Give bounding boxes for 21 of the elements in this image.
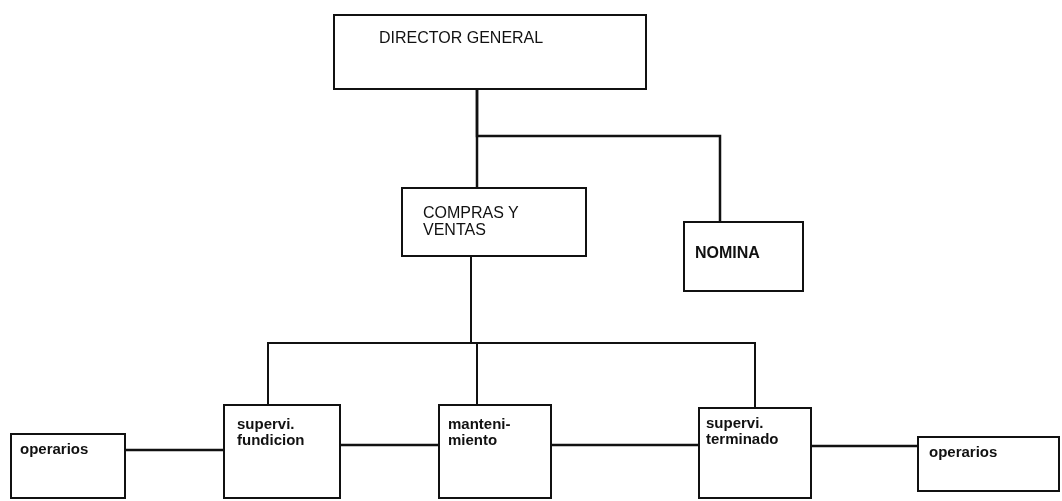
connector-line xyxy=(812,444,917,448)
connector-line xyxy=(341,443,438,447)
box-label: manteni- miento xyxy=(448,416,512,448)
box-label: DIRECTOR GENERAL xyxy=(379,30,544,47)
org-box xyxy=(917,436,1060,492)
org-box xyxy=(223,404,341,499)
org-box xyxy=(401,187,587,257)
org-box xyxy=(438,404,552,499)
box-label: supervi. fundicion xyxy=(237,416,306,448)
box-label: COMPRAS Y VENTAS xyxy=(423,205,520,239)
org-box xyxy=(698,407,812,499)
box-label: NOMINA xyxy=(695,245,760,262)
connector-line xyxy=(475,90,722,221)
org-box xyxy=(333,14,647,90)
connector-line xyxy=(552,443,698,447)
org-box xyxy=(683,221,804,292)
connector-line xyxy=(126,448,223,452)
org-box xyxy=(10,433,126,499)
box-label: operarios xyxy=(929,444,998,460)
box-label: operarios xyxy=(20,441,89,457)
box-label: supervi. terminado xyxy=(706,415,780,447)
